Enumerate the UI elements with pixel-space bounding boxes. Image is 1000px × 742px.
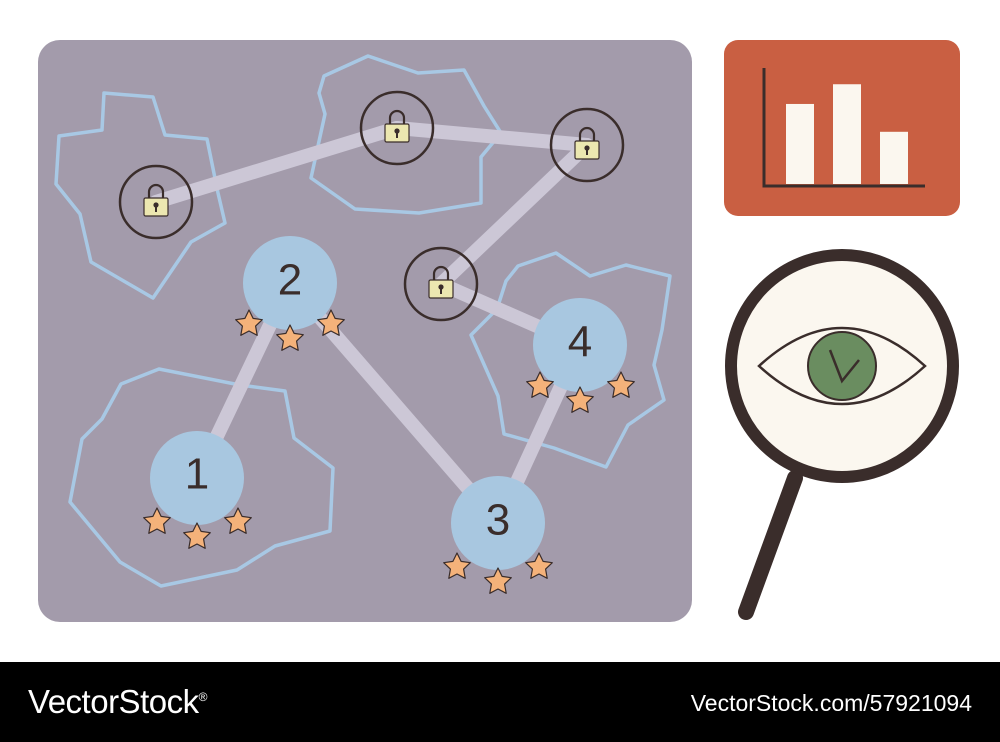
- stats-card[interactable]: [724, 40, 960, 216]
- stats-bar: [880, 131, 908, 184]
- path-lock-b-to-lock-c: [390, 121, 594, 152]
- brand-name: VectorStock: [28, 683, 199, 720]
- path-lock-a-to-lock-b: [149, 121, 404, 209]
- region-outline-east: [469, 251, 672, 469]
- bar-chart-icon: [762, 68, 925, 188]
- level-node-4[interactable]: 4: [526, 298, 635, 413]
- level-number: 3: [486, 496, 510, 545]
- image-url[interactable]: VectorStock.com/57921094: [690, 690, 972, 716]
- region-outline-southwest: [68, 367, 335, 588]
- brand-logo[interactable]: VectorStock®: [28, 683, 207, 721]
- region-outline-northwest: [54, 91, 227, 300]
- level-node-3[interactable]: 3: [443, 476, 553, 594]
- watermark-footer: VectorStock® VectorStock.com/57921094: [0, 662, 1000, 742]
- level-node-2[interactable]: 2: [235, 236, 345, 351]
- magnifier-eye-icon[interactable]: [725, 249, 959, 620]
- path-lock-c-to-lock-d: [434, 138, 594, 291]
- level-number: 2: [278, 256, 302, 305]
- region-outline-north: [309, 54, 503, 215]
- registered-mark: ®: [198, 690, 208, 704]
- level-number: 4: [568, 318, 592, 367]
- stats-bar: [833, 84, 861, 184]
- stats-bar: [786, 103, 814, 184]
- level-node-1[interactable]: 1: [143, 431, 252, 549]
- level-number: 1: [185, 450, 209, 499]
- eye-icon: [757, 326, 927, 406]
